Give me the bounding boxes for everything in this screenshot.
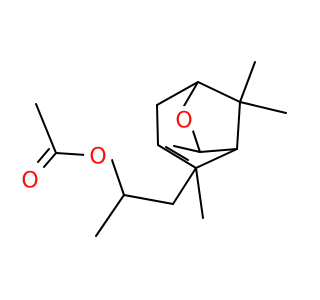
bond-ring-c8-c2 [195,148,238,169]
ester-oxygen-atom: O [84,142,112,170]
bond-carbonyl-double-b [37,148,50,163]
bond-methyl-carbonyl [35,103,57,154]
molecule-structure-canvas: O O O [16,61,287,237]
bond-ring-c3-c4 [157,144,197,169]
carbonyl-oxygen-label: O [21,169,38,194]
bond-ch-ch2 [123,194,174,205]
bond-carbonyl-ester-o [55,152,87,156]
bond-ring-bridge-carbon [199,148,238,153]
carbonyl-oxygen-background [16,166,44,194]
bond-gem-methyl-right [239,101,287,114]
bond-ring-c7-c8 [236,101,241,150]
bond-gem-methyl-top [239,61,256,103]
bond-ch-methyl [95,194,125,237]
ester-oxygen-background [84,142,112,170]
bridge-oxygen-label: O [175,109,192,134]
bond-ring-c2-methyl [195,167,204,219]
bond-carbonyl-double-a [43,152,57,168]
ester-oxygen-label: O [89,145,106,170]
bond-ring-bridge-carbon-side [173,145,201,153]
bond-bridge-o-top [183,81,199,107]
bond-ring-c5-c6 [156,81,199,106]
bond-ring-c6-c7 [197,81,241,103]
bridge-oxygen-atom: O [170,106,198,134]
bond-ring-c4-c5 [156,104,159,146]
carbonyl-oxygen-atom: O [16,166,44,194]
bond-ester-o-ch [111,159,125,196]
atoms-layer: O O O [16,106,198,194]
bond-ring-c3-c4-double [165,146,189,161]
bonds-layer [35,61,287,237]
bond-bridge-o-bottom [192,130,201,153]
bond-ch2-ring [172,167,197,205]
bridge-oxygen-background [170,106,198,134]
